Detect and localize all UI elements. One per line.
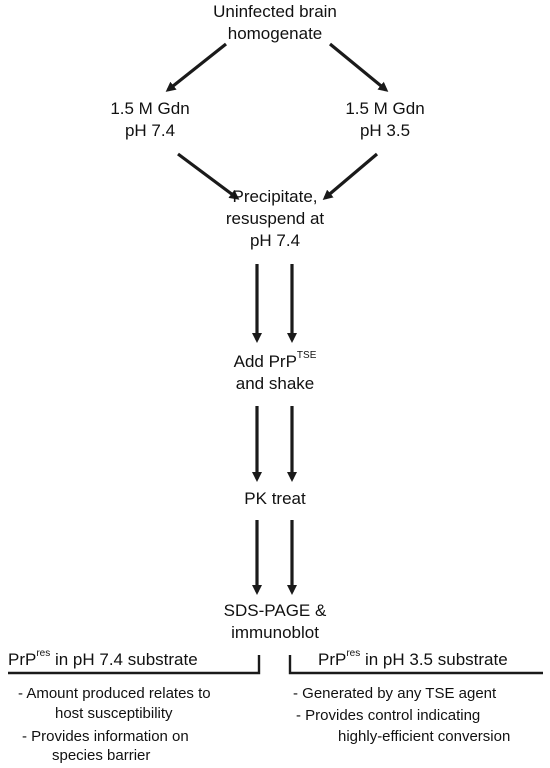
left-outcome-suffix: in pH 7.4 substrate [50,650,198,669]
right-note-2: - Provides control indicating [296,707,481,724]
add-prp-superscript: TSE [296,350,317,362]
right-condition-node: 1.5 M Gdn pH 3.5 [345,98,424,142]
right-outcome-prefix: PrP [318,650,347,669]
left-outcome-bracket [8,655,261,675]
left-outcome-sup: res [36,648,51,660]
right-condition-line2: pH 3.5 [359,121,411,140]
sds-node: SDS-PAGE & immunoblot [224,600,327,644]
add-prp-node: Add PrPTSE and shake [234,351,317,395]
start-node-line2: homogenate [227,24,323,43]
left-outcome-title: PrPres in pH 7.4 substrate [8,649,198,671]
arrow-start-to-left [165,42,227,92]
left-condition-line2: pH 7.4 [124,121,176,140]
left-note-2: host susceptibility [55,705,173,722]
start-node: Uninfected brain homogenate [213,1,337,45]
sds-line1: SDS-PAGE & [223,601,327,620]
sds-line2: immunoblot [231,623,319,642]
add-prp-line1: Add PrPTSE [234,351,317,373]
precipitate-node: Precipitate, resuspend at pH 7.4 [226,186,324,252]
pk-node: PK treat [244,488,305,510]
add-prp-prefix: Add PrP [233,352,297,371]
precipitate-line3: pH 7.4 [249,231,301,250]
left-note-3: - Provides information on [22,728,189,745]
right-condition-line1: 1.5 M Gdn [345,99,425,118]
precipitate-line1: Precipitate, [232,187,318,206]
left-note-1: - Amount produced relates to [18,685,211,702]
right-outcome-sup: res [346,648,361,660]
left-note-4: species barrier [52,747,151,764]
start-node-line1: Uninfected brain [213,2,337,21]
left-outcome-prefix: PrP [8,650,37,669]
left-condition-line1: 1.5 M Gdn [110,99,190,118]
right-outcome-title: PrPres in pH 3.5 substrate [318,649,508,671]
right-outcome-bracket [288,655,543,675]
arrow-start-to-right [328,42,389,92]
arrow-right-to-precipitate [322,152,379,200]
arrow-left-to-precipitate [177,152,240,200]
right-outcome-suffix: in pH 3.5 substrate [360,650,508,669]
add-prp-line2: and shake [235,374,315,393]
right-note-1: - Generated by any TSE agent [293,685,497,702]
pk-label: PK treat [244,489,306,508]
left-condition-node: 1.5 M Gdn pH 7.4 [110,98,189,142]
right-note-3: highly-efficient conversion [338,728,511,745]
precipitate-line2: resuspend at [225,209,325,228]
